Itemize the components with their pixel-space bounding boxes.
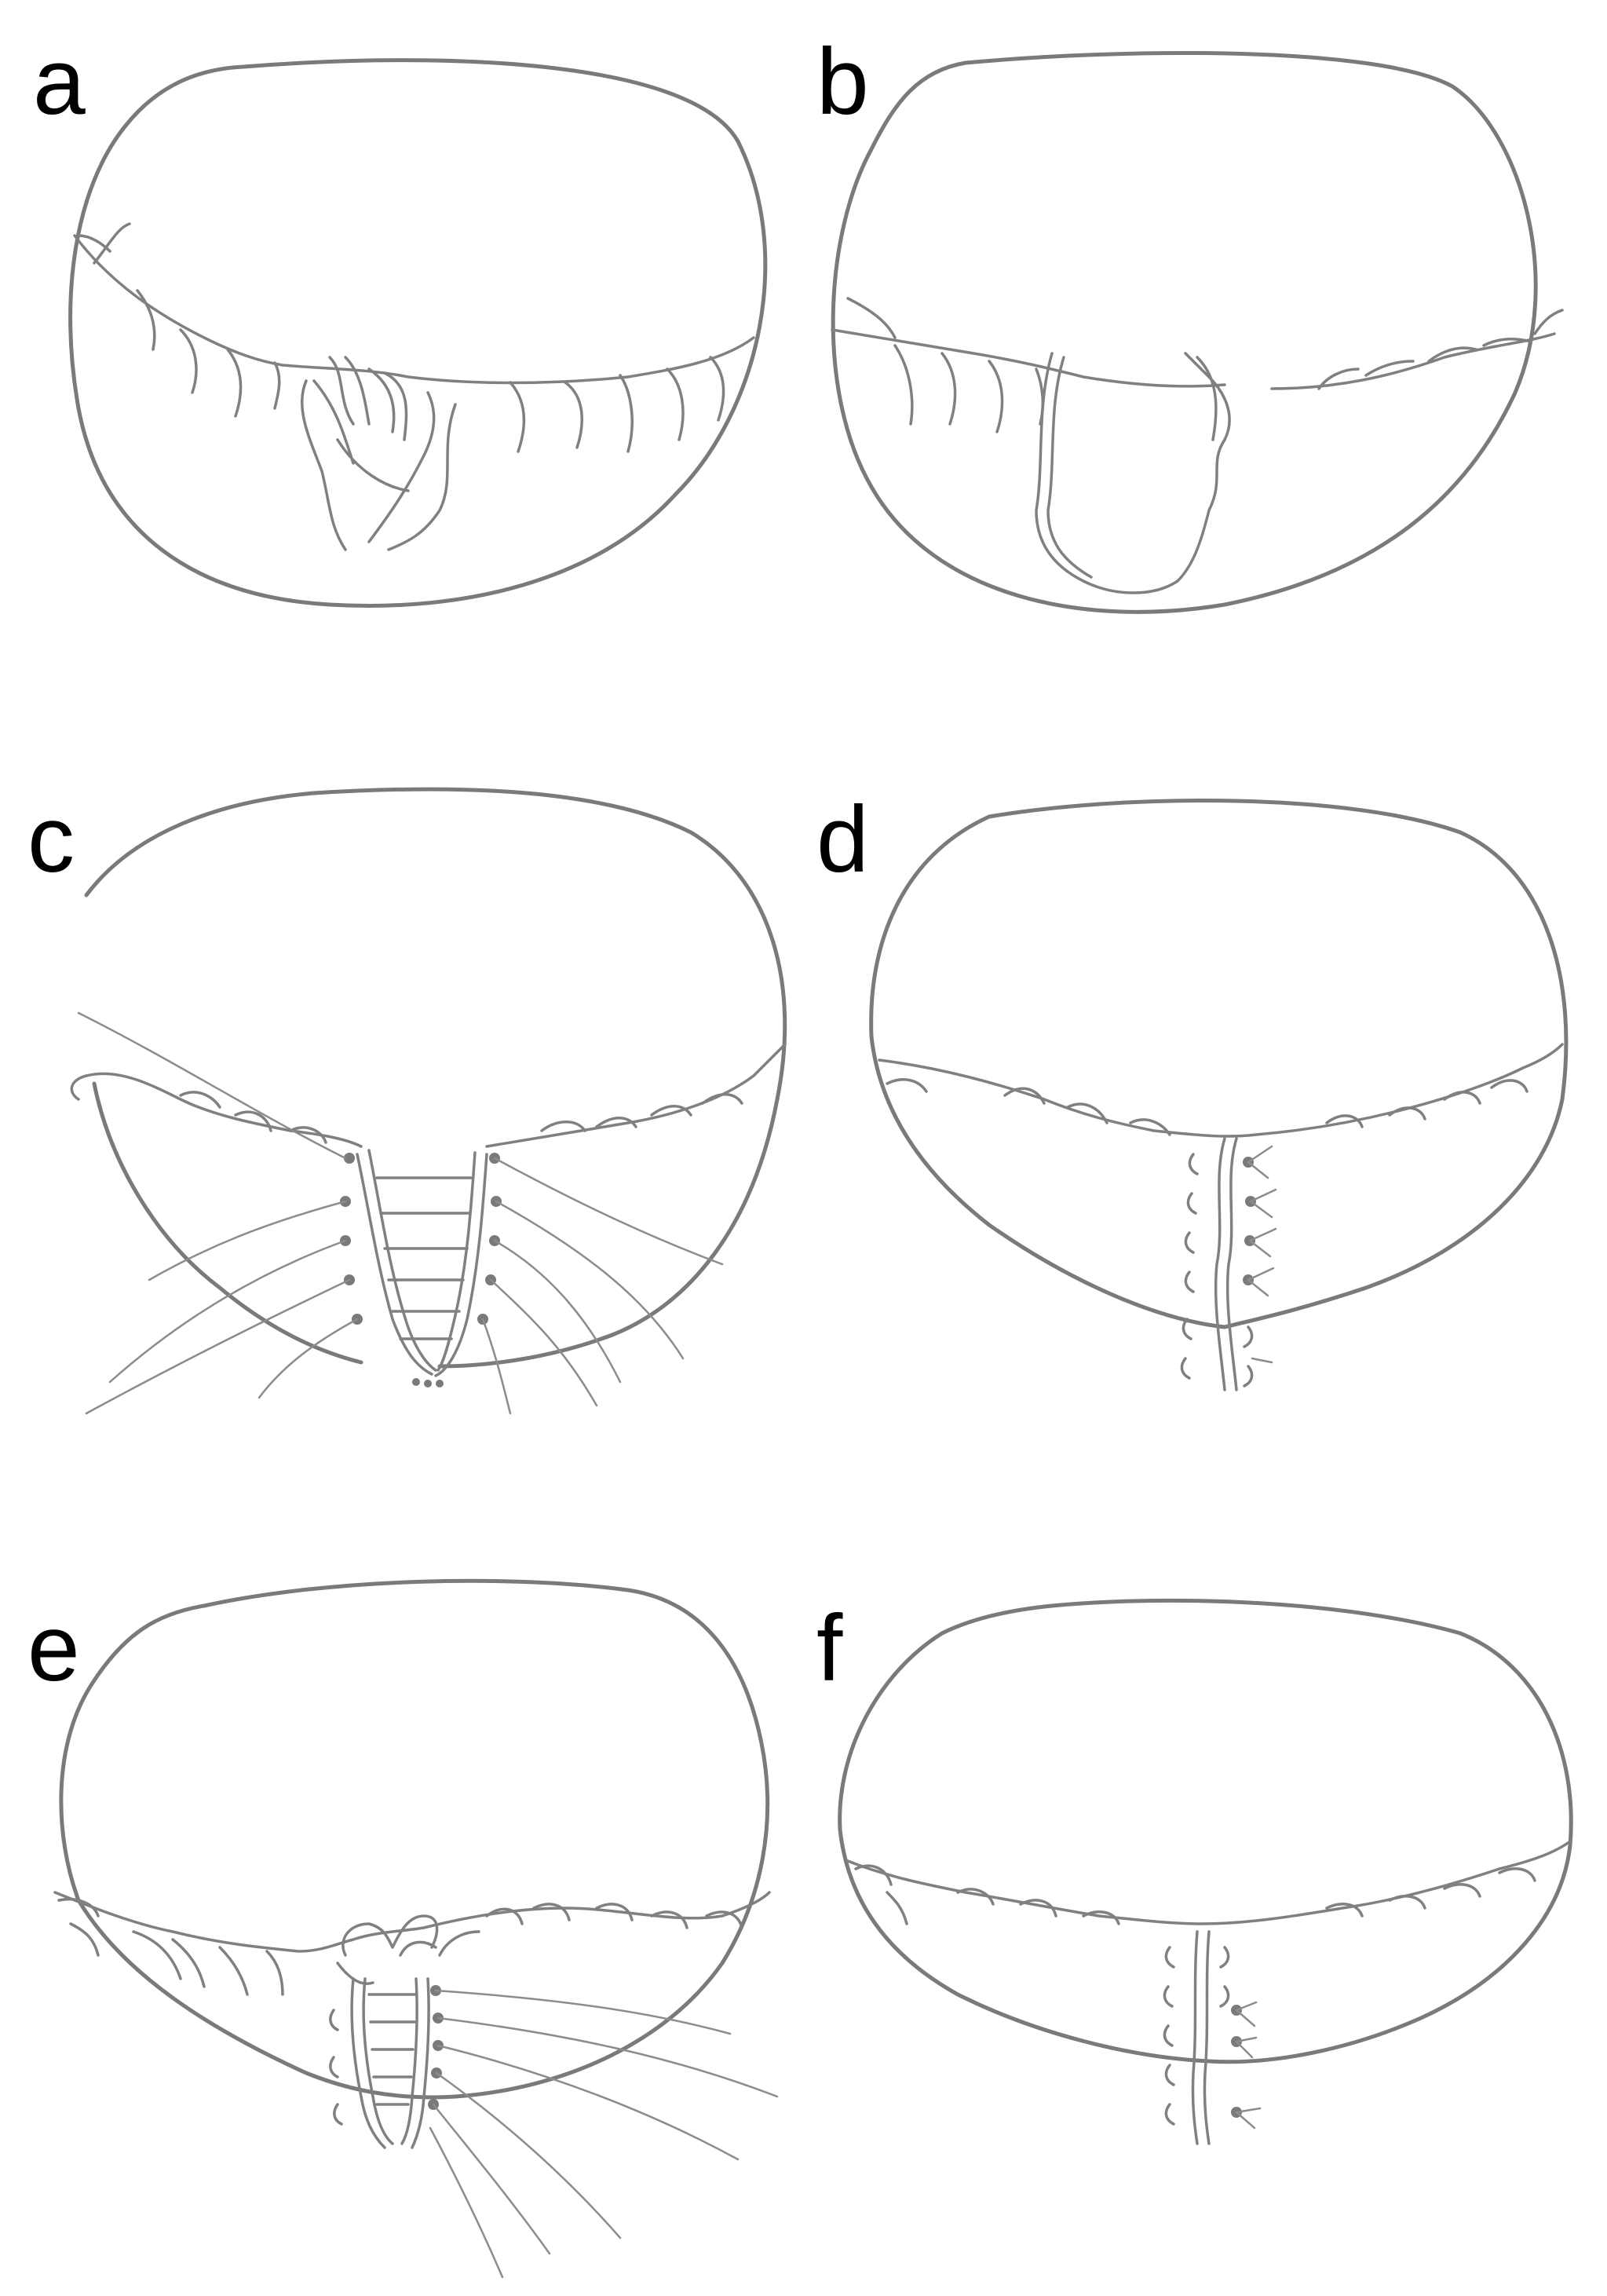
panel-e: e (27, 1578, 779, 2279)
panel-f-fold-ridges (854, 1864, 1536, 1925)
panel-e-closure-left (350, 1977, 394, 2149)
panel-label-c: c (27, 787, 75, 892)
panel-a-fold-line (73, 234, 755, 385)
panel-c-sutures-left (77, 1011, 359, 1415)
panel-c-closure-left (356, 1149, 437, 1376)
panel-a-outline (68, 58, 768, 608)
panel-f-fold-line (846, 1840, 1572, 1925)
panel-c-outline (84, 787, 787, 1369)
panel-e-stitch-marks (329, 2009, 343, 2126)
panel-f-stitch-marks (1163, 1946, 1230, 2126)
panel-a: a (33, 29, 768, 608)
panel-b-outline (831, 51, 1538, 614)
panel-d-knots (1243, 1157, 1256, 1285)
panel-c-fold-line (85, 1043, 787, 1148)
panel-d-thread-ends (1247, 1145, 1277, 1364)
panel-d-suture-line (1214, 1137, 1238, 1391)
panel-d-fold-ridges (886, 1078, 1528, 1136)
panel-e-rungs (367, 1993, 418, 2106)
panel-label-f: f (816, 1596, 843, 1701)
panel-e-knots (428, 1985, 444, 2110)
panel-a-fold-ridges (77, 222, 725, 453)
panel-b-defect-edges (1035, 352, 1231, 594)
panel-c: c (27, 787, 787, 1415)
panel-f-thread-ends (1235, 2001, 1262, 2130)
panel-f: f (816, 1596, 1573, 2145)
panel-e-fold-ridges (57, 1898, 743, 1996)
panel-d-stitch-marks (1180, 1153, 1254, 1387)
panel-d: d (816, 787, 1569, 1391)
panel-label-a: a (33, 29, 86, 134)
panel-label-d: d (816, 787, 869, 892)
panel-f-outline (838, 1598, 1573, 2064)
panel-e-closure-right (400, 1977, 430, 2149)
panel-b-fold-line (831, 328, 1556, 390)
panel-e-sutures (429, 1989, 779, 2279)
panel-c-rungs (375, 1176, 473, 1340)
panel-d-outline (869, 799, 1569, 1329)
panel-d-fold-line (878, 1043, 1564, 1138)
panel-f-suture-line (1191, 1930, 1211, 2145)
panel-c-closure-right (434, 1151, 488, 1377)
panel-c-fold-ridges (70, 1074, 743, 1144)
panel-label-b: b (816, 29, 869, 134)
panel-e-outline (59, 1578, 770, 2100)
panel-b: b (816, 29, 1564, 614)
panel-c-lower-contour (92, 1081, 363, 1365)
panel-a-defect (300, 356, 457, 551)
panel-e-defect-top (336, 1914, 480, 1985)
panel-label-e: e (27, 1596, 80, 1701)
panel-c-sutures-right (481, 1157, 724, 1415)
